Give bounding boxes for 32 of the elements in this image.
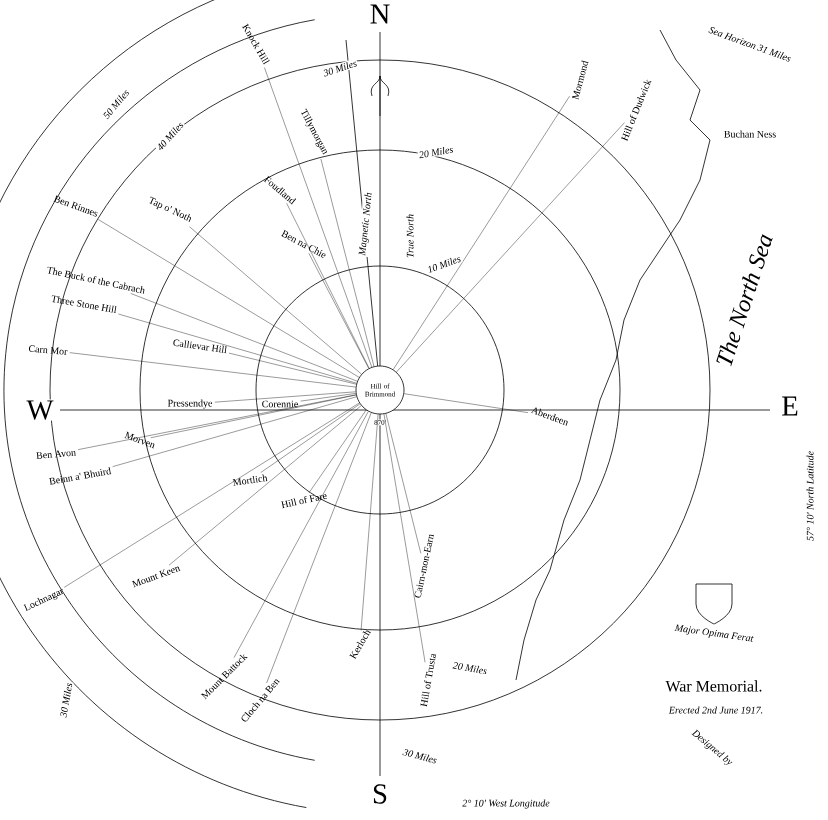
sight-line [112,396,357,467]
sight-line [264,67,372,368]
sight-line [308,253,369,369]
sight-line [98,219,360,378]
sight-line [130,293,358,382]
sight-line [228,352,357,385]
sight-line [308,409,367,494]
sight-line [403,393,529,413]
compass-letter: W [25,399,55,421]
sight-line [150,394,357,438]
sight-line [320,158,375,367]
compass-letter: S [371,783,389,805]
sight-line [214,391,356,403]
sight-line [77,394,357,450]
sight-line [260,403,361,473]
sight-line [168,405,362,566]
sight-line [189,226,362,375]
sight-line [383,413,426,663]
sight-line [69,352,356,388]
sight-line [300,393,357,402]
sight-line [385,413,422,554]
sight-line [396,122,625,373]
sight-line [286,203,370,369]
sight-line [360,414,379,631]
sight-line [393,96,570,370]
map-label: The North Sea [713,230,775,370]
sight-line [118,313,357,384]
sight-line [233,411,369,658]
sight-line [64,402,360,588]
sight-line [266,412,372,684]
compass-letter: E [780,395,800,417]
compass-letter: N [368,3,392,25]
